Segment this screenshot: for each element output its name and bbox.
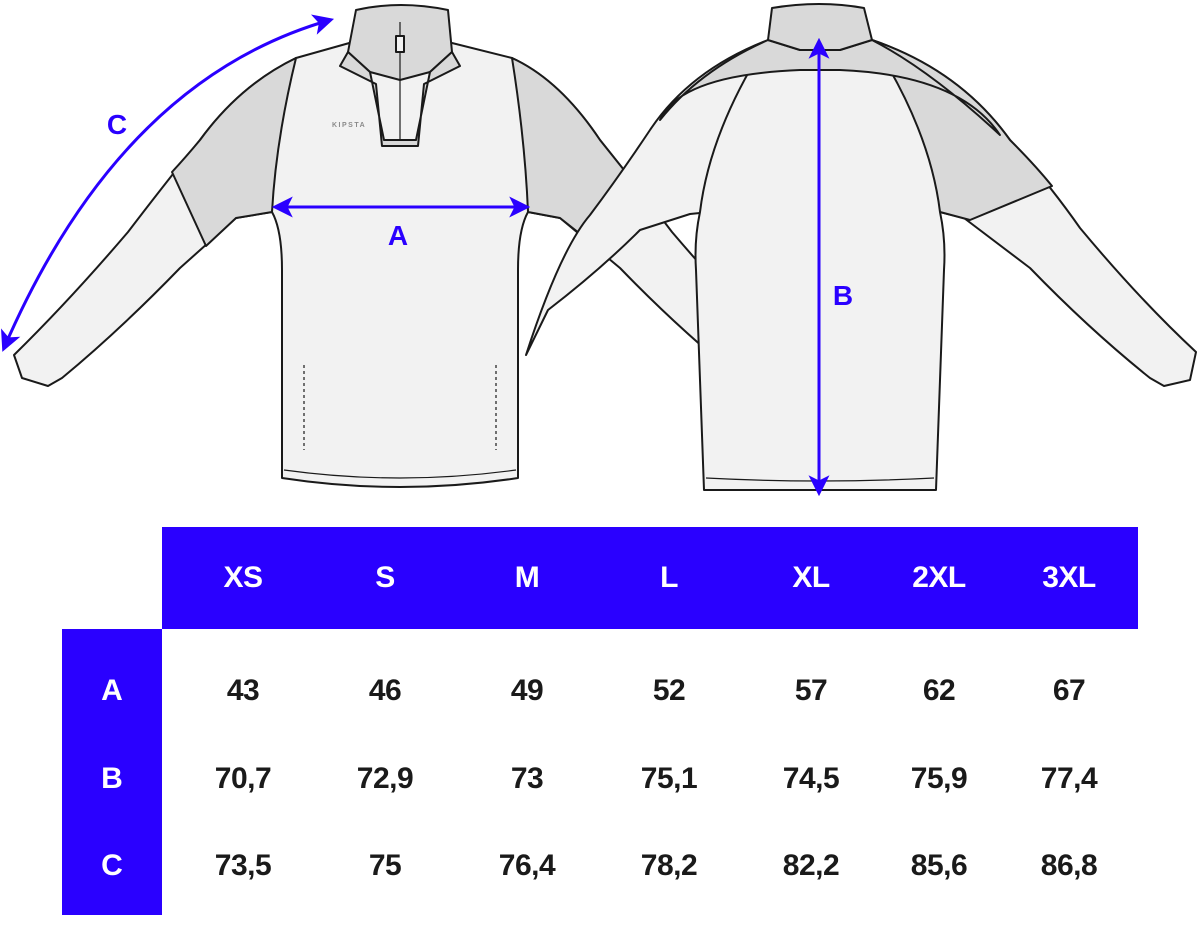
table-cell: 72,9 xyxy=(356,762,414,795)
table-cell: 43 xyxy=(226,674,260,707)
table-cell: 77,4 xyxy=(1040,762,1098,795)
front-hem-line xyxy=(283,469,517,479)
row-label-c: C xyxy=(101,849,123,882)
measure-c-arrow xyxy=(1,14,335,352)
size-header-band xyxy=(162,527,1138,629)
table-cell: 62 xyxy=(922,674,956,707)
back-collar xyxy=(767,3,873,51)
row-label-a: A xyxy=(101,674,123,707)
table-cell: 52 xyxy=(652,674,686,707)
measure-c-label: C xyxy=(107,109,127,140)
row-label-b: B xyxy=(101,762,123,795)
back-yoke xyxy=(659,39,1001,136)
table-cell: 67 xyxy=(1052,674,1086,707)
table-cell: 46 xyxy=(368,674,402,707)
table-cell: 73 xyxy=(510,762,544,795)
size-header-3xl: 3XL xyxy=(1042,561,1096,594)
measure-b-label: B xyxy=(833,280,853,311)
size-header-2xl: 2XL xyxy=(912,561,966,594)
size-header-xs: XS xyxy=(223,561,263,594)
size-header-xl: XL xyxy=(792,561,830,594)
zip-pull xyxy=(395,35,405,53)
table-cell: 49 xyxy=(510,674,544,707)
size-header-m: M xyxy=(514,561,540,594)
table-cell: 75,9 xyxy=(910,762,968,795)
back-left-sleeve xyxy=(525,39,769,356)
front-neckline xyxy=(339,51,461,147)
table-cell: 70,7 xyxy=(214,762,272,795)
table-cell: 57 xyxy=(794,674,828,707)
garment-illustration: KIPSTA A B C xyxy=(1,3,1197,497)
table-cell: 75 xyxy=(368,849,402,882)
table-cell: 78,2 xyxy=(640,849,698,882)
measure-a-label: A xyxy=(388,220,408,251)
table-cell: 85,6 xyxy=(910,849,968,882)
measurement-label-band xyxy=(62,629,162,915)
table-cell: 73,5 xyxy=(214,849,272,882)
size-header-l: L xyxy=(660,561,678,594)
table-cell: 75,1 xyxy=(640,762,698,795)
table-cell: 82,2 xyxy=(782,849,840,882)
table-cell: 74,5 xyxy=(782,762,840,795)
brand-logo-text: KIPSTA xyxy=(332,122,366,129)
table-cell: 76,4 xyxy=(498,849,556,882)
size-header-s: S xyxy=(375,561,395,594)
table-cell: 86,8 xyxy=(1040,849,1098,882)
